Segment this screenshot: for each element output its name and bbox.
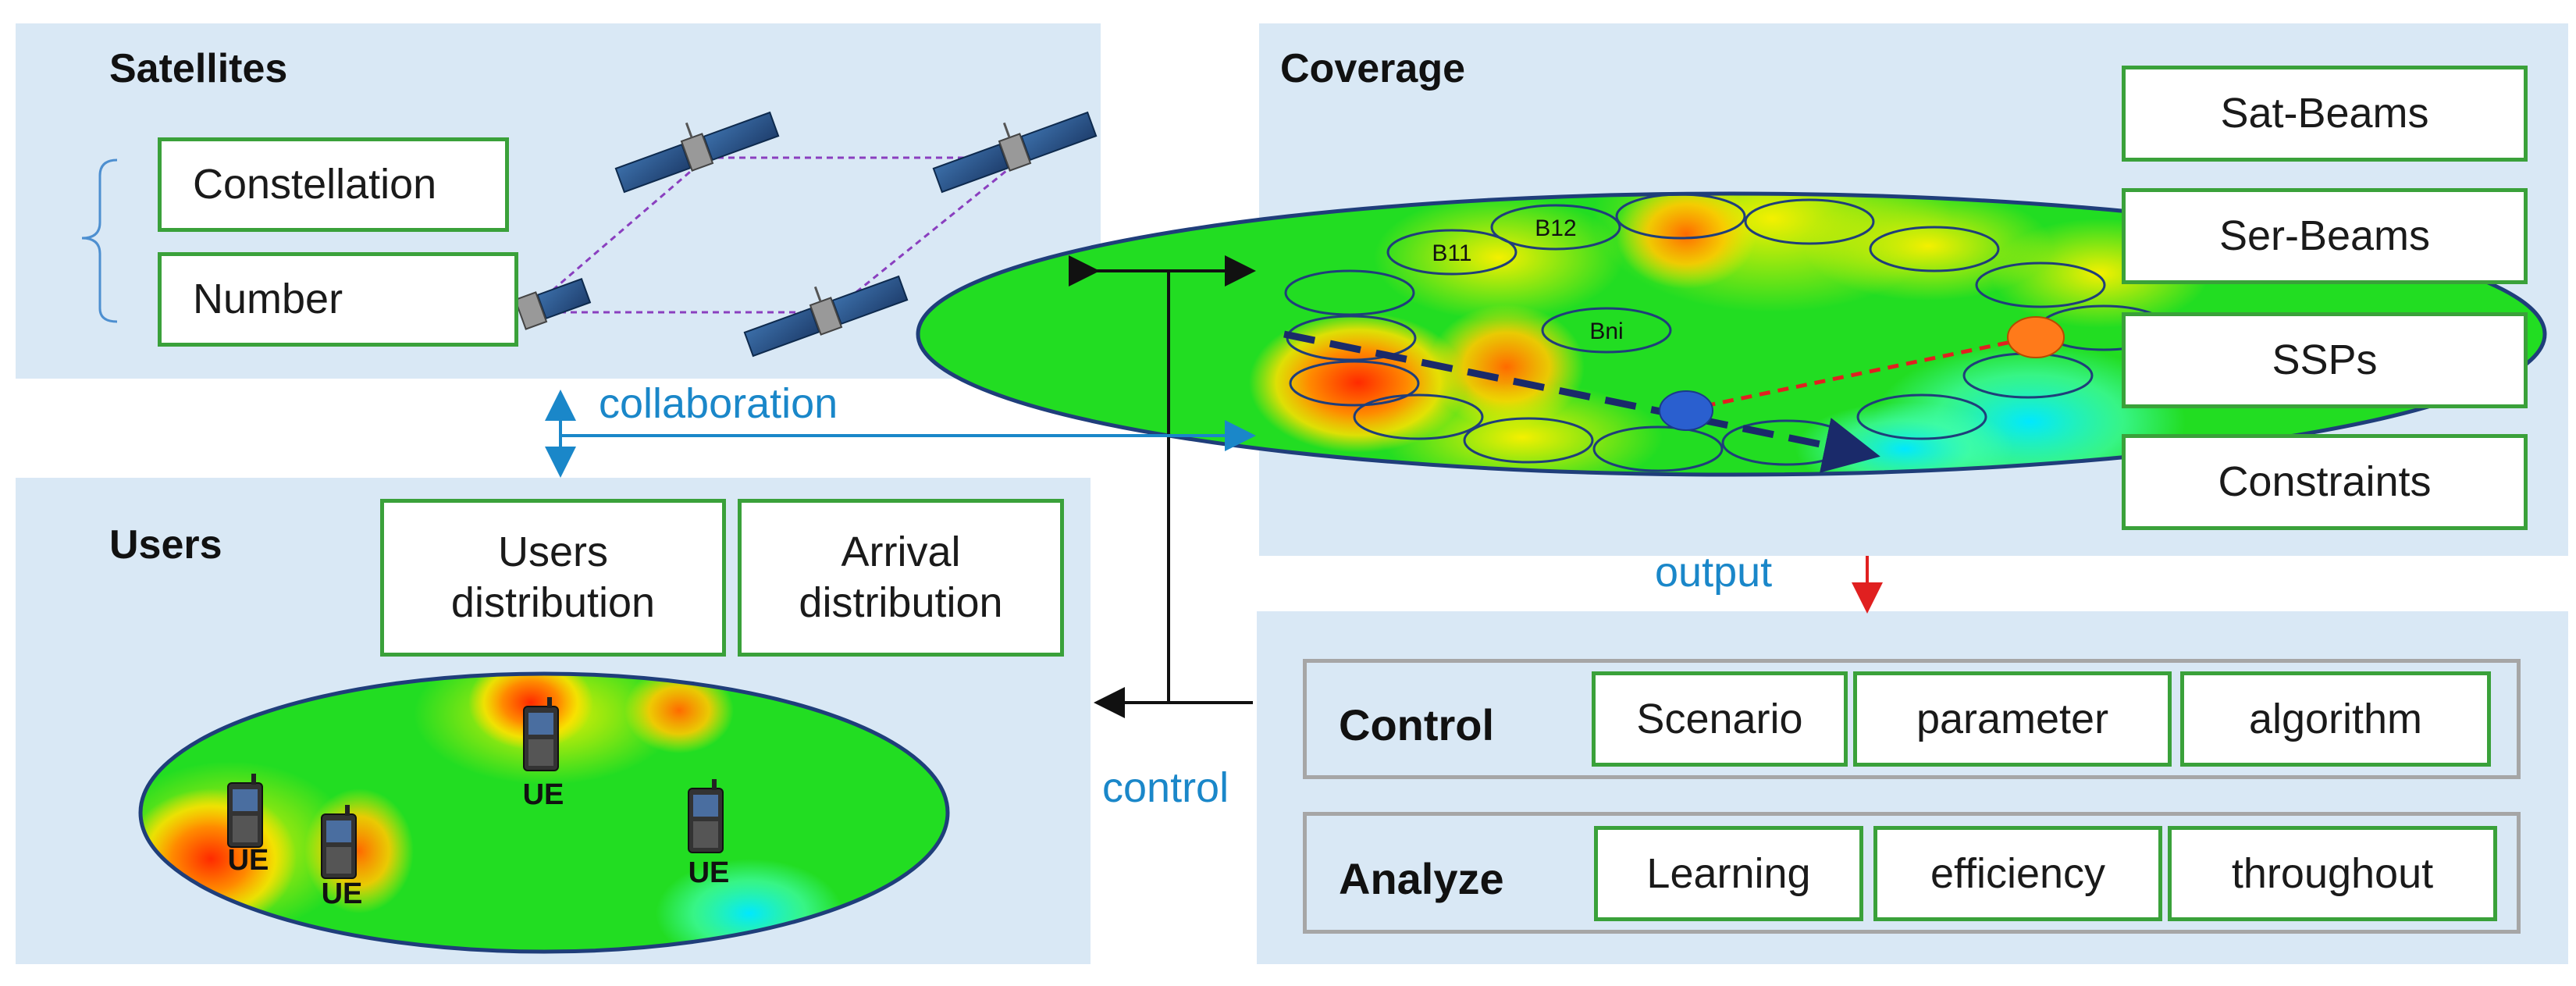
ser-beams-box: Ser-Beams [2122,188,2528,284]
phone-icon [227,774,263,848]
users-heatmap: UE UE UE UE [138,671,950,954]
beam-b11-label: B11 [1432,240,1471,266]
output-label: output [1655,549,1773,596]
satellite-icon [743,275,909,358]
control-connectors [1069,255,1256,718]
phone-icon [523,697,559,771]
satellite-footprint-dot [2007,316,2065,358]
coverage-title: Coverage [1280,46,1465,91]
satellite-icon [514,278,592,330]
phone-icon [321,805,357,879]
throughout-box: throughout [2168,826,2497,921]
constellation-box: Constellation [158,137,509,232]
parameter-box: parameter [1853,671,2172,767]
beam-bni-label: Bni [1589,319,1623,344]
sat-beams-box: Sat-Beams [2122,66,2528,162]
satellite-icon [932,111,1098,194]
brace [81,158,118,323]
number-box: Number [158,252,518,347]
analyze-row-label: Analyze [1339,854,1504,903]
users-title: Users [109,522,222,568]
scenario-box: Scenario [1592,671,1848,767]
constraints-box: Constraints [2122,434,2528,530]
satellite-icon [614,111,780,194]
control-label: control [1102,764,1229,811]
satellites-title: Satellites [109,46,288,91]
algorithm-box: algorithm [2180,671,2491,767]
collaboration-label: collaboration [599,380,838,427]
ue-label: UE [688,856,730,889]
control-row-label: Control [1339,700,1495,749]
beam-b12-label: B12 [1535,215,1576,241]
users-distribution-box: Users distribution [380,499,726,657]
ue-label: UE [228,844,269,877]
learning-box: Learning [1594,826,1863,921]
ue-label: UE [322,877,363,910]
arrival-distribution-box: Arrival distribution [738,499,1064,657]
ue-label: UE [523,778,564,811]
collaboration-connectors [545,390,1256,478]
ssps-box: SSPs [2122,312,2528,408]
user-terminal-dot [1659,390,1713,431]
phone-icon [688,779,724,853]
efficiency-box: efficiency [1873,826,2162,921]
